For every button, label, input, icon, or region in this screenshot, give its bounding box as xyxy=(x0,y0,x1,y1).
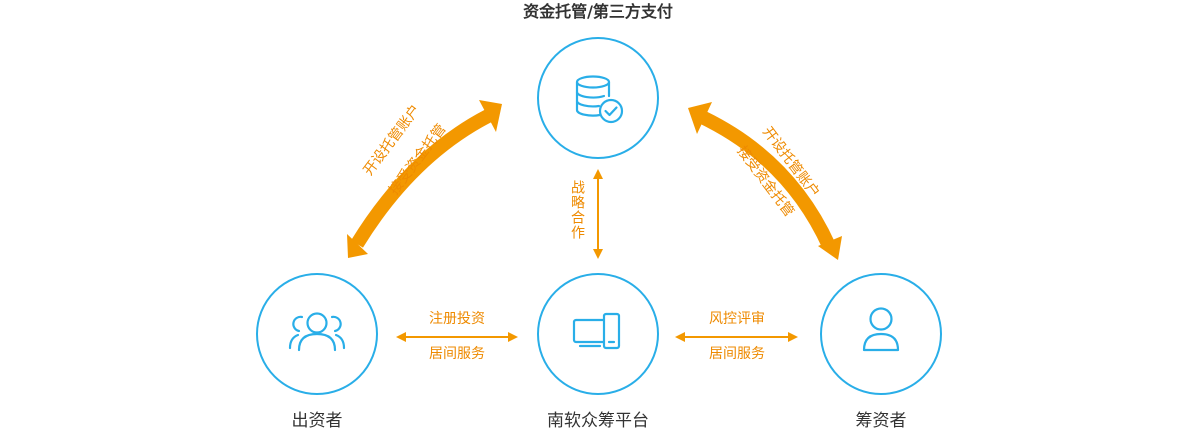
arrow-bottom-right xyxy=(675,332,798,342)
investor-label: 出资者 xyxy=(292,411,343,430)
top-node xyxy=(537,37,659,159)
users-group-icon xyxy=(288,312,346,352)
edge-label-bottom-right-line1: 风控评审 xyxy=(709,311,765,327)
edge-label-top-center: 战略合作 xyxy=(569,180,585,240)
database-check-icon xyxy=(575,75,624,124)
investor-node xyxy=(256,273,378,395)
edge-label-bottom-right-line2: 居间服务 xyxy=(709,346,765,362)
edge-label-bottom-left-line1: 注册投资 xyxy=(429,311,485,327)
edge-label-bottom-left-line2: 居间服务 xyxy=(429,346,485,362)
arrow-top-left xyxy=(347,100,502,258)
top-node-title: 资金托管/第三方支付 xyxy=(523,2,673,21)
platform-node xyxy=(537,273,659,395)
arrow-top-center xyxy=(593,169,603,259)
devices-icon xyxy=(572,312,621,350)
platform-label: 南软众筹平台 xyxy=(547,411,649,430)
fundraiser-node xyxy=(820,273,942,395)
arrow-top-right xyxy=(688,102,842,260)
fundraiser-label: 筹资者 xyxy=(856,411,907,430)
arrow-bottom-left xyxy=(396,332,518,342)
user-icon xyxy=(862,307,900,352)
